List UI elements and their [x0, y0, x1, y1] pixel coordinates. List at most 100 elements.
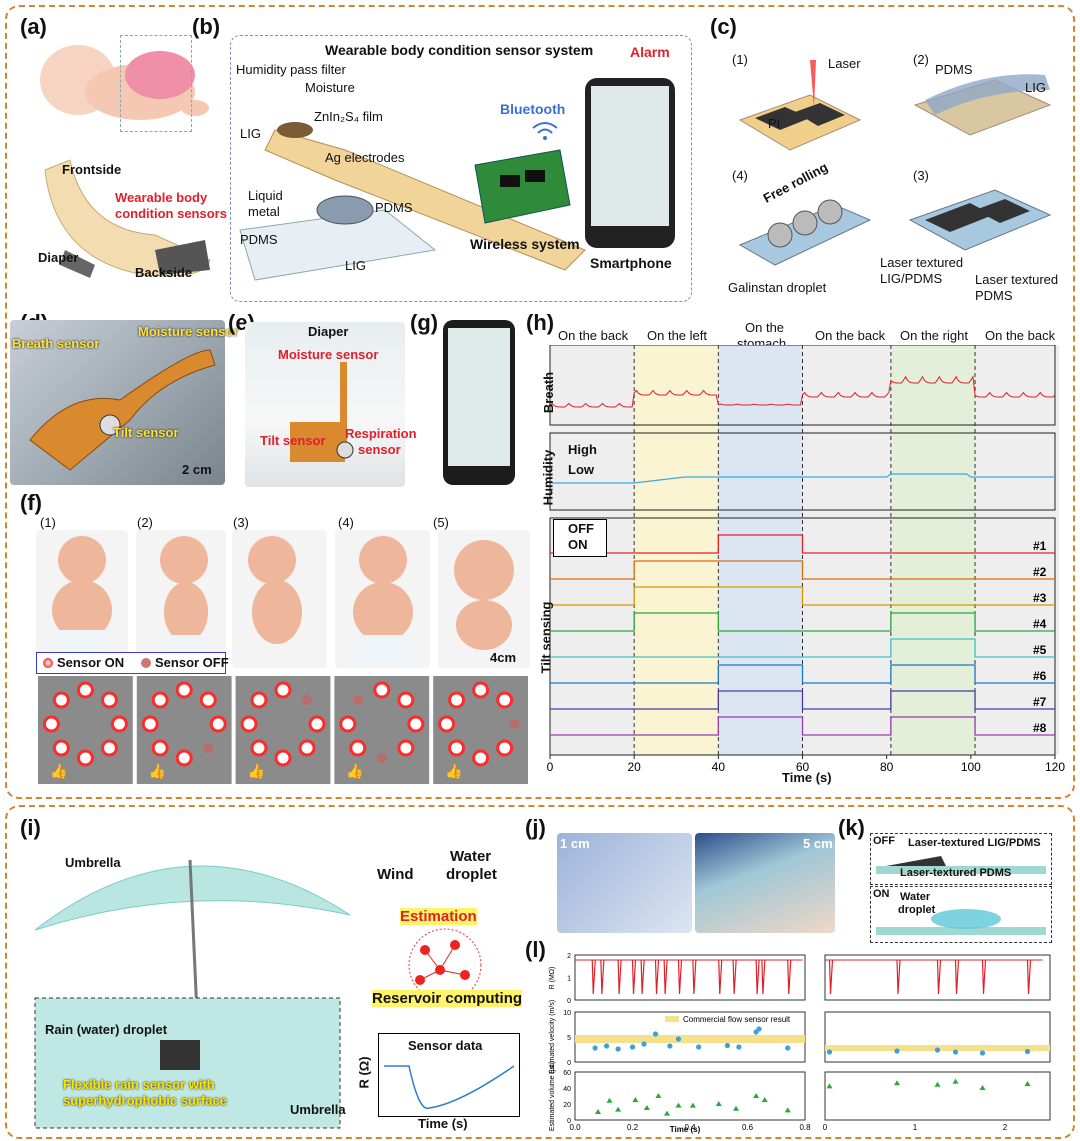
thumb-icon: 👍 — [50, 763, 67, 780]
f-n1: (1) — [40, 515, 56, 530]
k-on: ON — [873, 888, 890, 900]
g-phone — [443, 320, 515, 485]
f-photo-4 — [335, 530, 430, 668]
volume-point — [615, 1106, 622, 1112]
panel-label-c: (c) — [710, 14, 737, 39]
h-pos5: On the right — [900, 328, 968, 343]
f-photo-3 — [232, 530, 327, 668]
sensor-dot — [203, 743, 214, 754]
tilt-line — [550, 638, 1055, 658]
tilt-series-label: #7 — [1033, 695, 1047, 709]
l-subplot-frame — [824, 954, 1051, 1001]
h-pos3-1: On the — [745, 320, 785, 335]
i-water-1: Water — [450, 848, 492, 865]
f-scale: 4cm — [490, 650, 517, 665]
volume-point — [689, 1102, 696, 1108]
l-x-tick: 0.2 — [627, 1123, 639, 1132]
diaper-illustration — [35, 150, 215, 290]
l-x-tick: 0.0 — [569, 1123, 581, 1132]
f-photo-2 — [136, 530, 226, 668]
l-y-tick: 2 — [567, 953, 571, 960]
velocity-point — [724, 1042, 730, 1049]
l-y-tick: 5 — [567, 1035, 571, 1042]
sensor-dot — [448, 739, 466, 757]
a-diaper: Diaper — [38, 250, 79, 265]
sensor-dot — [175, 681, 193, 699]
tilt-series-label: #3 — [1033, 591, 1047, 605]
x-tick-label: 100 — [961, 760, 981, 774]
velocity-point — [652, 1031, 659, 1037]
sensor-dot — [151, 691, 169, 709]
volume-point — [753, 1093, 760, 1098]
sensor-dot — [509, 719, 520, 729]
b-film: ZnIn₂S₄ film — [314, 109, 383, 124]
velocity-point — [667, 1043, 673, 1049]
tilt-line — [550, 560, 1055, 580]
r-spike — [981, 959, 987, 995]
tilt-line — [550, 716, 1055, 736]
d-photo — [10, 320, 225, 485]
i-rain: Rain (water) droplet — [45, 1022, 168, 1037]
d-breath: Breath sensor — [12, 336, 100, 351]
c-s2: (2) — [913, 52, 929, 67]
b-pdms2: PDMS — [240, 232, 278, 247]
c-galinstan: Galinstan droplet — [728, 280, 827, 295]
f-legend: Sensor ON Sensor OFF — [36, 652, 229, 674]
c-s1: (1) — [732, 52, 748, 67]
sensor-dot — [397, 739, 415, 757]
b-pdms1: PDMS — [375, 200, 413, 215]
h-pos4: On the back — [815, 328, 886, 343]
sensor-dot — [339, 715, 357, 733]
circuit-board — [465, 145, 575, 225]
tilt-line — [550, 586, 1055, 606]
c-s4: (4) — [732, 168, 748, 183]
k-on-frame — [870, 886, 1052, 943]
velocity-point — [894, 1048, 900, 1054]
b-lig1: LIG — [240, 126, 261, 141]
sensor-dot — [250, 739, 268, 757]
region-shade — [975, 345, 1060, 755]
zoom-box-dashed — [120, 35, 192, 132]
tilt-line — [550, 690, 1055, 710]
panel-label-k: (k) — [838, 815, 865, 840]
thumb-icon: 👍 — [248, 763, 265, 780]
sensor-dot — [76, 749, 94, 767]
velocity-point — [952, 1049, 959, 1055]
l-x-tick: 2 — [1003, 1123, 1008, 1132]
sensor-dot — [175, 749, 193, 767]
volume-point — [632, 1097, 639, 1102]
tilt-series-label: #1 — [1033, 539, 1047, 553]
sensor-dot — [240, 715, 258, 733]
a-sensors-label-1: Wearable body — [115, 190, 208, 205]
panel-label-g: (g) — [410, 310, 439, 335]
sensor-dot — [308, 715, 326, 733]
k-lig: Laser-textured LIG/PDMS — [908, 837, 1041, 849]
sensor-dot — [151, 739, 169, 757]
velocity-point — [629, 1044, 636, 1050]
x-tick-label: 40 — [712, 760, 726, 774]
sensor-dot — [274, 749, 292, 767]
c-pdms: PDMS — [935, 62, 973, 77]
l-subplot-frame — [574, 954, 806, 1001]
i-reservoir: Reservoir computing — [372, 990, 523, 1007]
velocity-point — [592, 1045, 598, 1051]
sensor-dot — [373, 681, 391, 699]
baby-illustration — [30, 30, 210, 130]
l-ylabel: Estimated velocity (m/s) — [549, 1000, 556, 1074]
l-ylabel: R (MΩ) — [549, 967, 556, 990]
i-umbrella: Umbrella — [65, 855, 121, 870]
r-spike — [692, 959, 697, 995]
velocity-point — [785, 1045, 791, 1051]
d-moisture: Moisture sensor — [138, 324, 239, 339]
k-droplet-1: Water — [900, 891, 931, 903]
i-sensor-plot — [378, 1033, 520, 1117]
sensor-dot — [352, 694, 363, 705]
velocity-point — [675, 1036, 682, 1042]
c-textured-lig-1: Laser textured — [880, 255, 964, 270]
tilt-series-label: #4 — [1033, 617, 1047, 631]
sensor-dot — [496, 739, 514, 757]
tilt-series-label: #5 — [1033, 643, 1047, 657]
b-humidity-filter: Humidity pass filter — [236, 62, 346, 77]
j-photo-2 — [695, 833, 835, 933]
k-pdms: Laser-textured PDMS — [900, 867, 1012, 879]
